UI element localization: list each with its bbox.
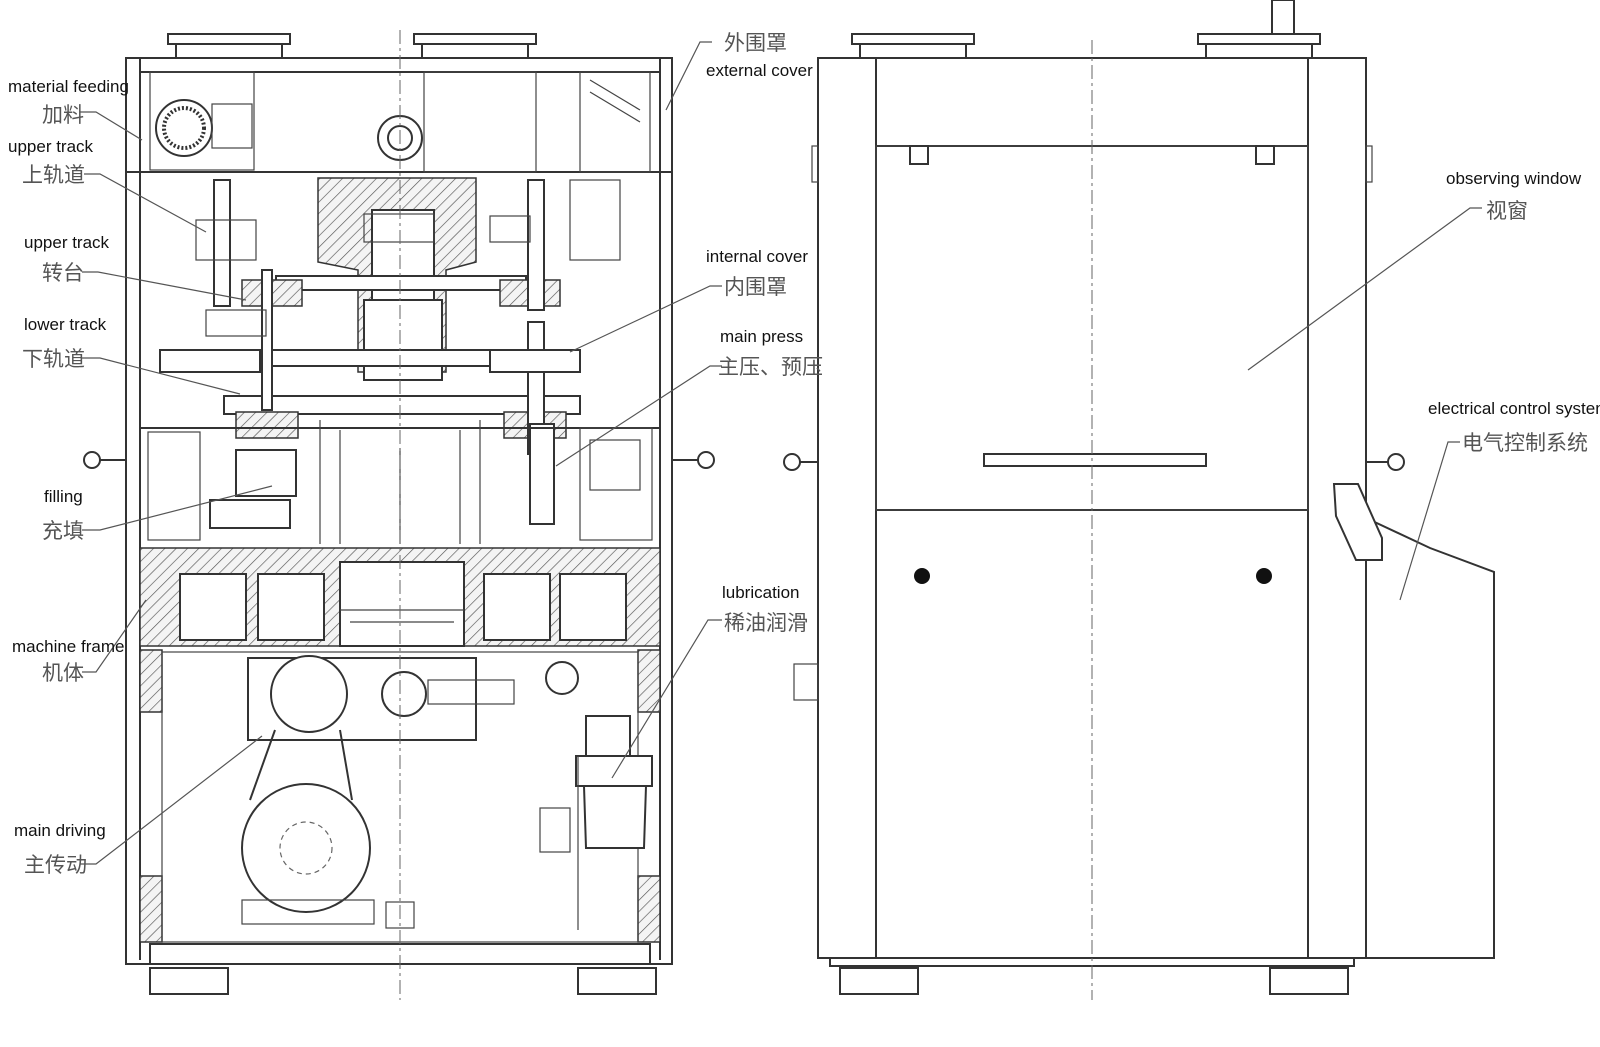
label-upper-track-2-en: upper track [24,233,110,252]
label-internal-cover-zh: 内围罩 [724,275,787,299]
label-main-press-en: main press [720,327,803,346]
label-main-driving-en: main driving [14,821,106,840]
label-upper-track-1-zh: 上轨道 [22,163,85,187]
label-material-feeding-en: material feeding [8,77,129,96]
label-internal-cover-en: internal cover [706,247,808,266]
label-lubrication-en: lubrication [722,583,800,602]
section-view [83,30,715,1000]
label-machine-frame-en: machine frame [12,637,124,656]
leader-lines [80,41,1482,865]
label-upper-track-2-zh: 转台 [42,261,84,285]
labels: 外围罩 external cover material feeding 加料 u… [8,31,1600,877]
label-filling-zh: 充填 [42,519,84,543]
label-electrical-control-en: electrical control system [1428,399,1600,418]
label-main-driving-zh: 主传动 [24,853,87,877]
label-external-cover-zh: 外围罩 [724,31,787,55]
label-machine-frame-zh: 机体 [42,661,84,685]
label-observing-window-en: observing window [1446,169,1582,188]
label-main-press-zh: 主压、预压 [718,355,823,379]
label-filling-en: filling [44,487,83,506]
label-material-feeding-zh: 加料 [42,103,84,127]
label-lubrication-zh: 稀油润滑 [724,611,808,635]
label-lower-track-zh: 下轨道 [22,347,85,371]
label-lower-track-en: lower track [24,315,107,334]
label-observing-window-zh: 视窗 [1486,199,1528,223]
exterior-view [783,0,1495,1000]
label-external-cover-en: external cover [706,61,813,80]
label-upper-track-1-en: upper track [8,137,94,156]
label-electrical-control-zh: 电气控制系统 [1462,431,1588,455]
